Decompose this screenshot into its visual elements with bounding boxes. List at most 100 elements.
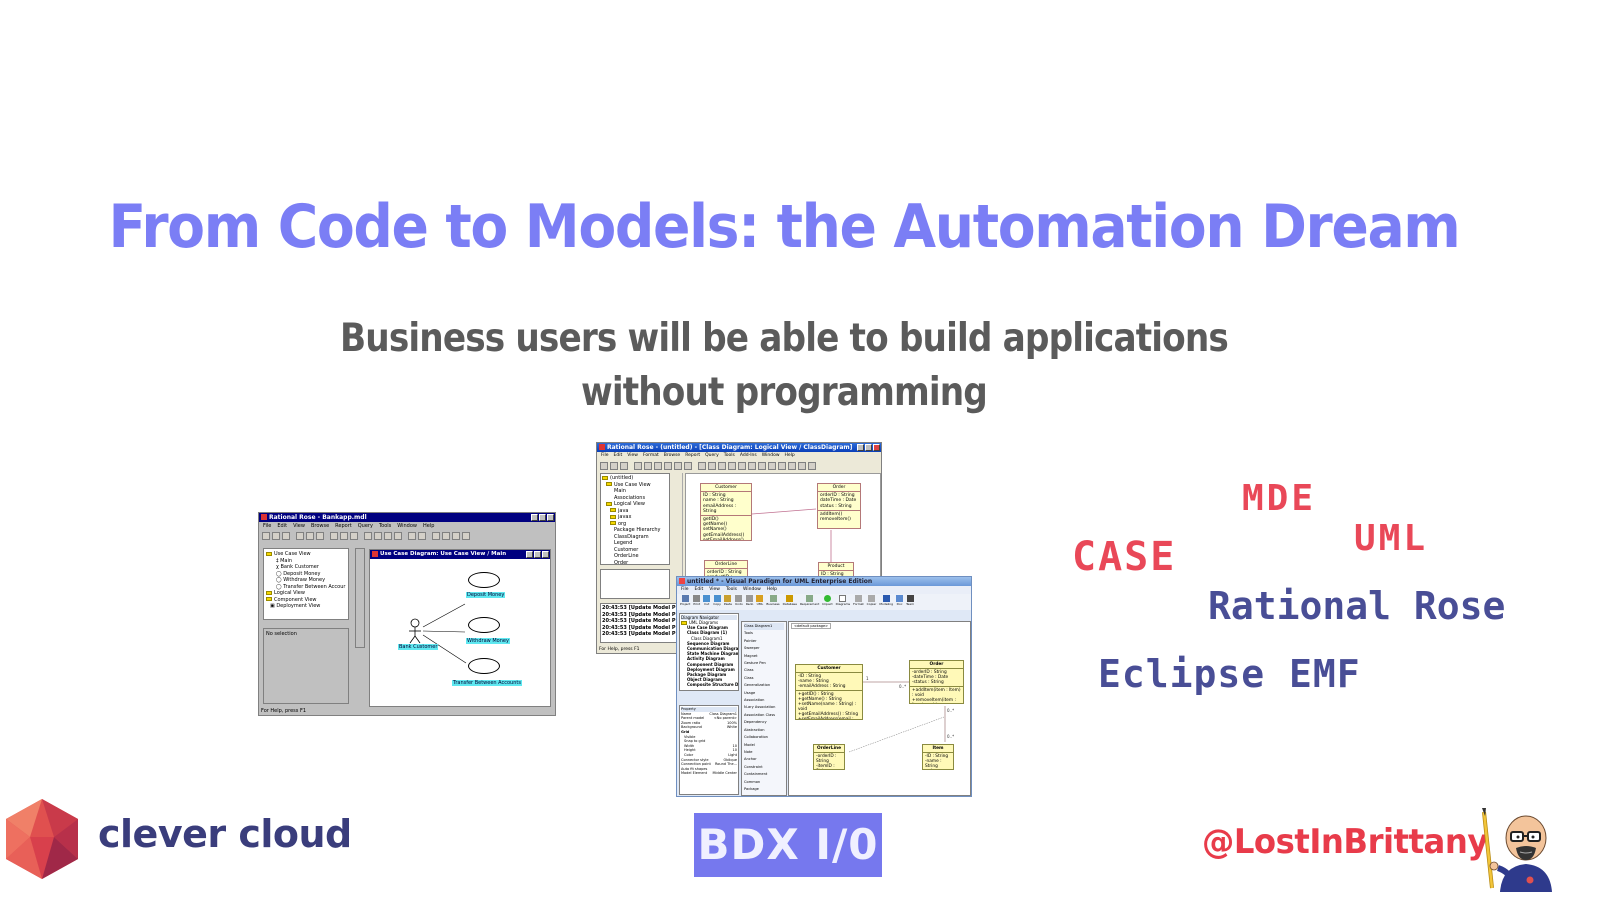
window-titlebar: Rational Rose - Bankapp.mdl xyxy=(259,513,555,522)
property-key: Height xyxy=(684,748,696,753)
rose-app-icon xyxy=(599,444,605,450)
class-operation: +getID() : String xyxy=(798,692,834,697)
class-operation: +setName(name : String) : void xyxy=(798,702,857,712)
documentation-panel xyxy=(600,569,670,599)
documentation-text: No selection xyxy=(266,631,297,637)
actor-label: Bank Customer xyxy=(398,644,439,650)
keyword-rational-rose: Rational Rose xyxy=(1208,584,1506,628)
palette-item: Gesture Pen xyxy=(744,661,766,666)
menu-tools: Tools xyxy=(725,587,738,592)
property-title: Property xyxy=(681,707,737,712)
keyword-uml: UML xyxy=(1354,518,1429,559)
use-case-ellipse xyxy=(468,658,500,674)
class-customer: Customer ID : String name : String email… xyxy=(700,483,752,541)
browser-tree: Use Case View ‡ Main χ Bank Customer ◯ D… xyxy=(263,548,349,620)
toolbar-label: Format xyxy=(853,602,864,606)
menu-tools: Tools xyxy=(378,523,392,529)
palette-item: Containment xyxy=(744,772,768,777)
package-label: <default package> xyxy=(791,623,832,629)
class-attribute: name : String xyxy=(703,498,734,504)
menu-file: File xyxy=(263,523,272,529)
property-value: 100% xyxy=(726,720,737,725)
class-operation: getID() xyxy=(703,517,719,523)
navigator-item: Object Diagram xyxy=(687,677,723,683)
class-operation: getEmailAddress() xyxy=(703,532,745,538)
tree-item: Use Case View xyxy=(274,551,311,557)
property-key: Color xyxy=(684,752,694,757)
property-value: 10 xyxy=(732,743,737,748)
toolbar xyxy=(259,530,555,541)
palette-section: Common xyxy=(744,779,761,784)
palette-item: Association Class xyxy=(744,712,776,717)
menu-view: View xyxy=(293,523,305,529)
toolbar-label: Modeling xyxy=(879,602,894,606)
use-case-label: Withdraw Money xyxy=(466,638,510,644)
property-key: Grid xyxy=(681,729,690,734)
clever-cloud-logo-icon xyxy=(6,799,78,879)
navigator-item: UML Diagrams xyxy=(689,620,719,625)
tree-item: ClassDiagram xyxy=(614,533,649,540)
log-panel: 20:43:53 [Update Model P 20:43:53 [Updat… xyxy=(600,603,682,643)
navigator-item: Use Case Diagram xyxy=(687,625,728,631)
window-controls xyxy=(531,514,554,521)
class-name: OrderLine xyxy=(814,745,844,753)
menu-edit: Edit xyxy=(277,523,288,529)
tree-item: Deposit Money xyxy=(283,570,321,577)
class-operation: +setEmailAddress(email : String) : void xyxy=(798,717,854,720)
menu-report: Report xyxy=(335,523,352,529)
tree-item: org xyxy=(618,520,627,527)
class-orderline: OrderLine -orderID : String -itemID : St… xyxy=(813,744,845,770)
class-operation: setEmailAddress() xyxy=(703,537,744,541)
palette-item: Usage xyxy=(744,690,756,695)
toolbar-label: Business xyxy=(766,602,780,606)
subtitle-line-2: without programming xyxy=(581,370,988,415)
palette-item: Collaboration xyxy=(744,735,768,740)
menu-help: Help xyxy=(422,523,435,529)
class-attribute: -dateTime : Date xyxy=(912,675,949,680)
property-value: White xyxy=(726,725,737,730)
palette-item: Sweeper xyxy=(744,646,760,651)
menu-tools: Tools xyxy=(723,453,735,458)
property-value: Oblique xyxy=(723,757,737,762)
menu-bar: File Edit View Format Browse Report Quer… xyxy=(597,452,881,460)
window-title: Rational Rose - (untitled) - [Class Diag… xyxy=(607,444,853,451)
property-key: Background xyxy=(681,725,702,730)
property-key: Name xyxy=(681,711,692,716)
window-title: Rational Rose - Bankapp.mdl xyxy=(269,514,367,521)
menu-view: View xyxy=(627,453,638,458)
status-bar: For Help, press F1 xyxy=(599,647,640,652)
palette-item: Note xyxy=(744,749,753,754)
use-case-diagram xyxy=(409,603,467,664)
subtitle-line-1: Business users will be able to build app… xyxy=(339,316,1229,361)
keyword-case: CASE xyxy=(1072,534,1177,580)
class-operation: getName() xyxy=(703,522,728,528)
menu-edit: Edit xyxy=(694,587,704,592)
maximize-icon xyxy=(539,514,546,521)
navigator-item: Deployment Diagram xyxy=(687,666,735,672)
tree-item: OrderLine xyxy=(614,553,639,559)
class-attribute: -ID : String xyxy=(798,674,822,679)
property-value: Middle Center xyxy=(712,771,737,776)
tree-item: Legend xyxy=(614,540,633,546)
class-attribute: -orderID : String xyxy=(912,670,947,675)
class-name: Item xyxy=(923,745,953,753)
menu-format: Format xyxy=(642,453,659,458)
class-attribute: -name : String xyxy=(798,679,829,684)
property-key: Connection point xyxy=(681,762,711,767)
slide-title: From Code to Models: the Automation Drea… xyxy=(108,192,1461,262)
toolbar-label: Redo xyxy=(745,602,754,606)
palette-item: Dependency xyxy=(744,720,767,725)
menu-view: View xyxy=(709,587,720,592)
tree-item: Withdraw Money xyxy=(283,577,326,583)
tree-item: Use Case View xyxy=(614,481,651,488)
multiplicity-label: 1 xyxy=(866,676,869,681)
diagram-navigator: Diagram Navigator UML Diagrams Use Case … xyxy=(679,613,739,691)
palette-item: Constraint xyxy=(744,764,763,769)
property-key: Zoom ratio xyxy=(681,720,701,725)
menu-query: Query xyxy=(357,523,373,529)
tree-item: Deployment View xyxy=(276,603,321,609)
navigator-item: Component Diagram xyxy=(687,661,734,667)
status-bar: For Help, press F1 xyxy=(261,708,307,714)
toolbar-label: Undo xyxy=(735,602,743,606)
